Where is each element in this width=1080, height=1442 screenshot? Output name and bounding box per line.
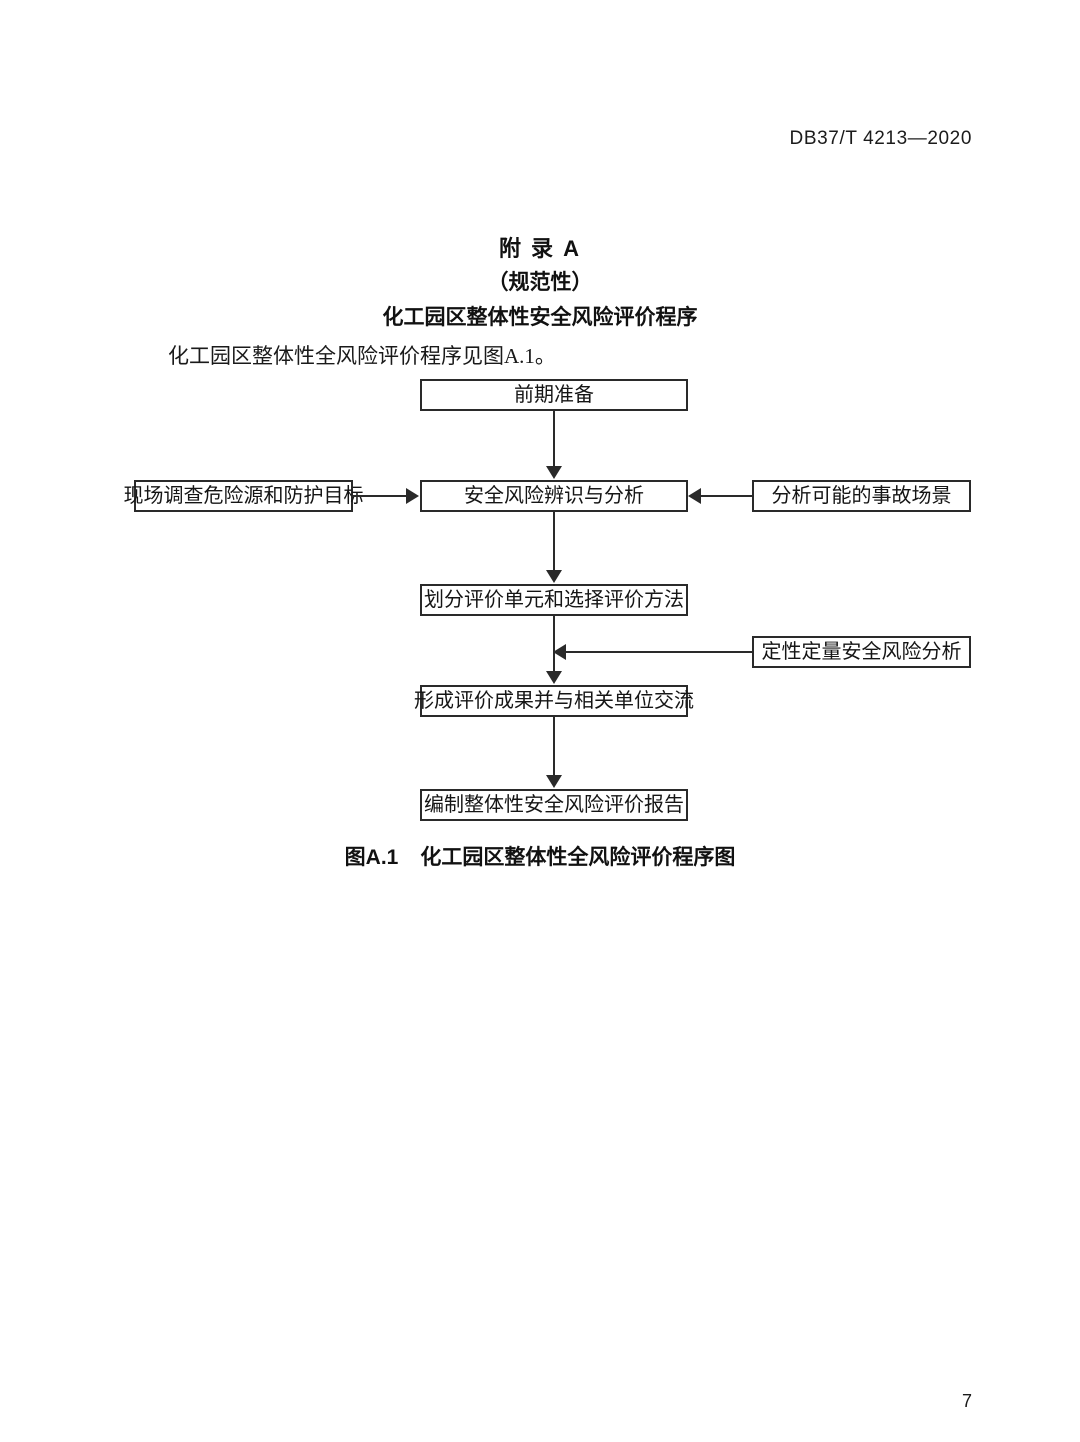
figure-caption-number: 图A.1 bbox=[344, 846, 399, 869]
flow-node-label: 安全风险辨识与分析 bbox=[464, 485, 644, 507]
flow-node-label: 现场调查危险源和防护目标 bbox=[123, 485, 364, 507]
flow-node-preliminary-preparation: 前期准备 bbox=[420, 379, 688, 411]
flow-node-label: 定性定量安全风险分析 bbox=[761, 641, 962, 663]
flow-node-site-survey: 现场调查危险源和防护目标 bbox=[124, 480, 364, 512]
annex-label: 附 录 A bbox=[498, 236, 582, 261]
flow-node-label: 形成评价成果并与相关单位交流 bbox=[414, 690, 694, 712]
flow-node-label: 前期准备 bbox=[514, 384, 594, 406]
flow-node-compile-report: 编制整体性安全风险评价报告 bbox=[420, 789, 688, 821]
figure-caption-title: 化工园区整体性全风险评价程序图 bbox=[420, 846, 736, 869]
flowchart-diagram: 前期准备 现场调查危险源和防护目标 安全风险辨识与分析 分析可能的事故场景 划分… bbox=[124, 379, 971, 821]
flow-node-unit-division-method-selection: 划分评价单元和选择评价方法 bbox=[420, 584, 688, 616]
connector-prep-to-identify bbox=[553, 411, 555, 467]
flow-node-label: 分析可能的事故场景 bbox=[771, 485, 952, 507]
page-header-standard-number: DB37/T 4213—2020 bbox=[789, 128, 972, 149]
connector-unit-method-to-results bbox=[553, 616, 555, 672]
connector-identify-to-unit-method bbox=[553, 512, 555, 571]
flow-node-form-results-and-communicate: 形成评价成果并与相关单位交流 bbox=[414, 685, 694, 717]
flow-node-risk-identification: 安全风险辨识与分析 bbox=[420, 480, 688, 512]
flow-node-accident-scenario: 分析可能的事故场景 bbox=[752, 480, 971, 512]
intro-paragraph: 化工园区整体性全风险评价程序见图A.1。 bbox=[168, 344, 556, 368]
connector-qualquant-to-spine bbox=[566, 651, 752, 653]
arrowhead-prep-to-identify bbox=[546, 466, 562, 479]
arrowhead-identify-to-unit-method bbox=[546, 570, 562, 583]
figure-caption: 图A.1 化工园区整体性全风险评价程序图 bbox=[0, 841, 1080, 871]
connector-results-to-report bbox=[553, 717, 555, 776]
annex-kind: （规范性） bbox=[487, 271, 593, 294]
arrowhead-qualquant-to-spine bbox=[553, 644, 566, 660]
annex-title-block: 附 录 A （规范性） 化工园区整体性安全风险评价程序 bbox=[0, 232, 1080, 336]
connector-survey-to-identify bbox=[353, 495, 407, 497]
flow-node-label: 划分评价单元和选择评价方法 bbox=[424, 589, 684, 611]
connector-scenario-to-identify bbox=[701, 495, 752, 497]
flow-node-label: 编制整体性安全风险评价报告 bbox=[424, 794, 684, 816]
arrowhead-results-to-report bbox=[546, 775, 562, 788]
arrowhead-scenario-to-identify bbox=[688, 488, 701, 504]
arrowhead-survey-to-identify bbox=[406, 488, 419, 504]
annex-name: 化工园区整体性安全风险评价程序 bbox=[382, 306, 698, 329]
page-number: 7 bbox=[961, 1391, 972, 1411]
arrowhead-unit-method-to-results bbox=[546, 671, 562, 684]
flow-node-qualitative-quantitative-analysis: 定性定量安全风险分析 bbox=[752, 636, 971, 668]
